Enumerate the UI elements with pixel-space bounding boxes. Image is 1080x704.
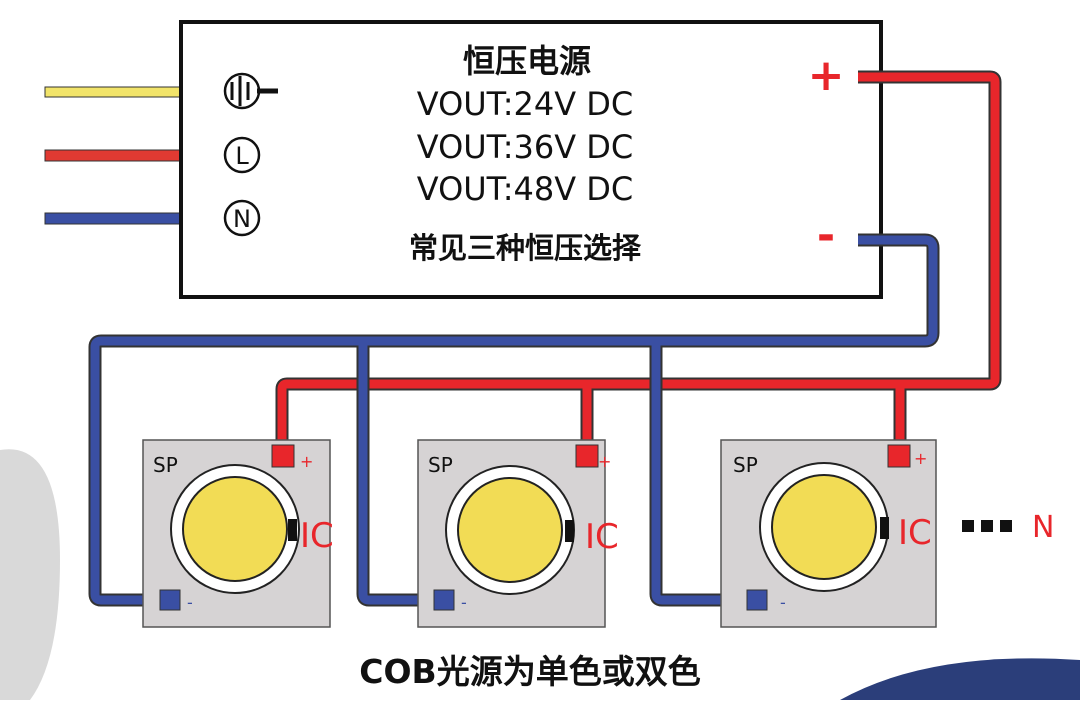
ground-icon: [230, 76, 278, 106]
continuation-label: N: [1032, 510, 1054, 545]
plus-pad-label: +: [914, 449, 927, 468]
minus-pad-label: -: [461, 593, 467, 612]
minus-pad: [159, 589, 181, 611]
neutral-pin-label: N: [233, 205, 251, 233]
cob-module-2: SP IC + -: [417, 439, 619, 628]
module-brand: SP: [733, 453, 758, 477]
neutral-pin: N: [223, 199, 261, 237]
plus-pad-label: +: [598, 452, 611, 471]
psu-output-48v: VOUT:48V DC: [417, 170, 634, 208]
ic-chip: [288, 519, 297, 541]
background-gray-shape: [0, 449, 60, 700]
negative-terminal-label: -: [817, 210, 835, 261]
minus-pad: [746, 589, 768, 611]
psu-caption: 常见三种恒压选择: [409, 231, 642, 265]
psu-output-36v: VOUT:36V DC: [417, 128, 634, 166]
module-brand: SP: [153, 453, 178, 477]
plus-pad: [271, 444, 295, 468]
psu-output-24v: VOUT:24V DC: [417, 85, 634, 123]
led-emitter: [457, 477, 563, 583]
ic-label: IC: [300, 516, 334, 556]
ground-pin: [223, 72, 278, 110]
plus-pad: [887, 444, 911, 468]
led-emitter: [771, 474, 877, 580]
module-brand: SP: [428, 453, 453, 477]
cob-module-3: SP IC + -: [720, 439, 937, 628]
background-navy-shape: [840, 658, 1080, 700]
ic-label: IC: [898, 513, 932, 553]
continuation-marker: N: [962, 510, 1054, 545]
continuation-dot: [981, 520, 993, 532]
negative-bus-wire: [90, 235, 938, 605]
plus-pad-label: +: [300, 452, 313, 471]
ic-label: IC: [585, 517, 619, 557]
ic-chip: [880, 517, 889, 539]
continuation-dot: [1000, 520, 1012, 532]
minus-pad-label: -: [187, 593, 193, 612]
positive-bus-wire: [277, 72, 1000, 445]
psu-title: 恒压电源: [463, 42, 591, 80]
cob-module-1: SP IC + -: [142, 439, 334, 628]
power-supply-box: [179, 20, 883, 299]
ic-chip: [565, 520, 574, 542]
live-pin: L: [223, 136, 261, 174]
footer-caption: COB光源为单色或双色: [359, 652, 700, 691]
live-pin-label: L: [235, 142, 249, 170]
minus-pad-label: -: [780, 593, 786, 612]
plus-pad: [575, 444, 599, 468]
positive-terminal-label: +: [808, 50, 845, 101]
continuation-dot: [962, 520, 974, 532]
minus-pad: [433, 589, 455, 611]
led-emitter: [182, 476, 288, 582]
